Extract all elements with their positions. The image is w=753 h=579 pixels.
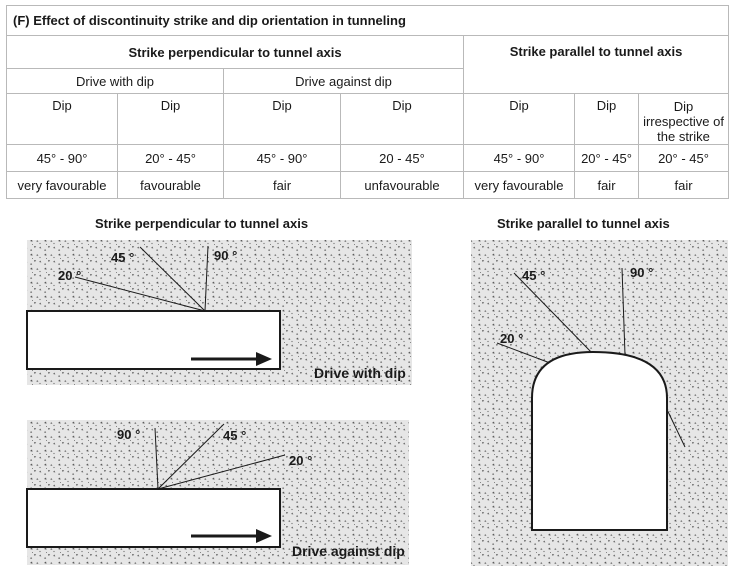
dip-header-cell: Dip <box>223 93 341 145</box>
angle-label: 20 ° <box>58 268 81 283</box>
subheader-drive-with-dip: Drive with dip <box>6 68 224 94</box>
angle-label: 90 ° <box>630 265 653 280</box>
rating-cell: fair <box>223 171 341 199</box>
joint-20deg <box>157 454 286 490</box>
caption-perpendicular: Strike perpendicular to tunnel axis <box>95 216 309 231</box>
dip-range-cell: 45° - 90° <box>6 144 118 172</box>
dip-range-cell: 20 - 45° <box>340 144 464 172</box>
joint-90deg <box>204 245 209 312</box>
tunnel-cross-section <box>531 350 668 531</box>
diagram-strike-parallel: 45 ° 90 ° 20 ° <box>471 240 728 566</box>
rating-table: (F) Effect of discontinuity strike and d… <box>5 5 730 199</box>
drive-label: Drive with dip <box>314 365 406 381</box>
drive-label: Drive against dip <box>292 543 405 559</box>
table-title: (F) Effect of discontinuity strike and d… <box>5 5 730 36</box>
rating-cell: favourable <box>117 171 224 199</box>
rating-cell: fair <box>637 171 730 199</box>
dip-header-cell: Dip <box>463 93 575 145</box>
group-header-perpendicular: Strike perpendicular to tunnel axis <box>6 35 464 69</box>
joint-20deg <box>74 276 206 312</box>
dip-header-cell: Dip <box>340 93 464 145</box>
joint-45deg <box>139 246 206 312</box>
diagram-drive-against-dip: 90 ° 45 ° 20 ° Drive against dip <box>26 420 409 565</box>
joint-45deg <box>157 423 225 490</box>
caption-parallel: Strike parallel to tunnel axis <box>497 216 670 231</box>
joint-90deg <box>154 427 159 490</box>
dip-header-cell: Dip <box>117 93 224 145</box>
diagram-drive-with-dip: 20 ° 45 ° 90 ° Drive with dip <box>26 240 412 385</box>
drive-arrow-head <box>256 529 272 543</box>
joint-90deg <box>621 267 626 356</box>
rating-cell: very favourable <box>6 171 118 199</box>
rating-cell: very favourable <box>463 171 575 199</box>
drive-arrow-head <box>256 352 272 366</box>
tunnel-opening <box>26 488 281 548</box>
rating-cell: unfavourable <box>340 171 464 199</box>
dip-header-cell: Dip irrespective of the strike <box>637 93 730 145</box>
angle-label: 45 ° <box>223 428 246 443</box>
dip-range-cell: 20° - 45° <box>117 144 224 172</box>
angle-label: 45 ° <box>111 250 134 265</box>
angle-label: 20 ° <box>289 453 312 468</box>
angle-label: 45 ° <box>522 268 545 283</box>
joint-45deg <box>513 272 595 356</box>
angle-label: 90 ° <box>117 427 140 442</box>
subheader-drive-against-dip: Drive against dip <box>223 68 464 94</box>
dip-range-cell: 20° - 45° <box>574 144 639 172</box>
angle-label: 90 ° <box>214 248 237 263</box>
angle-label: 20 ° <box>500 331 523 346</box>
